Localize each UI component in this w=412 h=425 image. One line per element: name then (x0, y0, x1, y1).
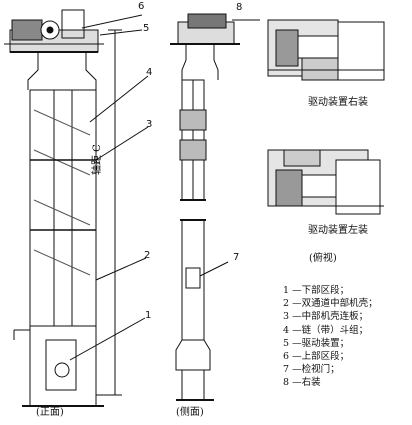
drive-left-label: 驱动装置左装 (308, 225, 368, 236)
axial-distance-label: 轴距 C (92, 144, 103, 175)
legend-item: 7 —检视门； (283, 364, 340, 376)
legend-item: 8 —右装 (283, 377, 321, 389)
inspection-door (185, 267, 201, 289)
top-left-motor (335, 159, 381, 215)
callout-8: 8 (236, 2, 243, 13)
front-view (4, 9, 149, 407)
callout-1: 1 (145, 310, 152, 321)
top-view-right (267, 19, 385, 81)
side-boot (175, 339, 211, 371)
legend-item: 5 —驱动装置； (283, 337, 350, 349)
front-drive-motor (11, 19, 43, 41)
legend-item: 3 —中部机壳连板； (283, 311, 369, 323)
front-boot (29, 325, 97, 407)
front-boot-window (45, 339, 77, 391)
side-drive-unit (187, 13, 227, 29)
side-view (170, 13, 260, 401)
drive-right-label: 驱动装置右装 (308, 97, 368, 108)
top-right-motor (337, 21, 385, 81)
top-view-left (267, 149, 384, 215)
legend-item: 2 —双通道中部机壳； (283, 298, 378, 310)
legend-item: 1 —下部区段； (283, 285, 350, 296)
front-view-caption: (正面) (36, 407, 64, 418)
callout-4: 4 (146, 67, 153, 78)
callout-3: 3 (146, 119, 153, 130)
side-view-caption: (侧面) (176, 407, 204, 418)
legend-item: 6 —上部区段； (283, 351, 350, 363)
top-view-caption: (俯视) (309, 253, 337, 264)
callout-2: 2 (144, 250, 151, 261)
side-casing-lower (181, 219, 205, 341)
front-casing (29, 89, 97, 327)
callout-5: 5 (143, 23, 150, 34)
legend-item: 4 —链（带）斗组； (283, 324, 369, 336)
front-top-cap (61, 9, 85, 39)
callout-6: 6 (138, 1, 145, 12)
parts-legend: 1 —下部区段； 2 —双通道中部机壳； 3 —中部机壳连板； 4 —链（带）斗… (283, 284, 378, 390)
callout-7: 7 (233, 252, 240, 263)
